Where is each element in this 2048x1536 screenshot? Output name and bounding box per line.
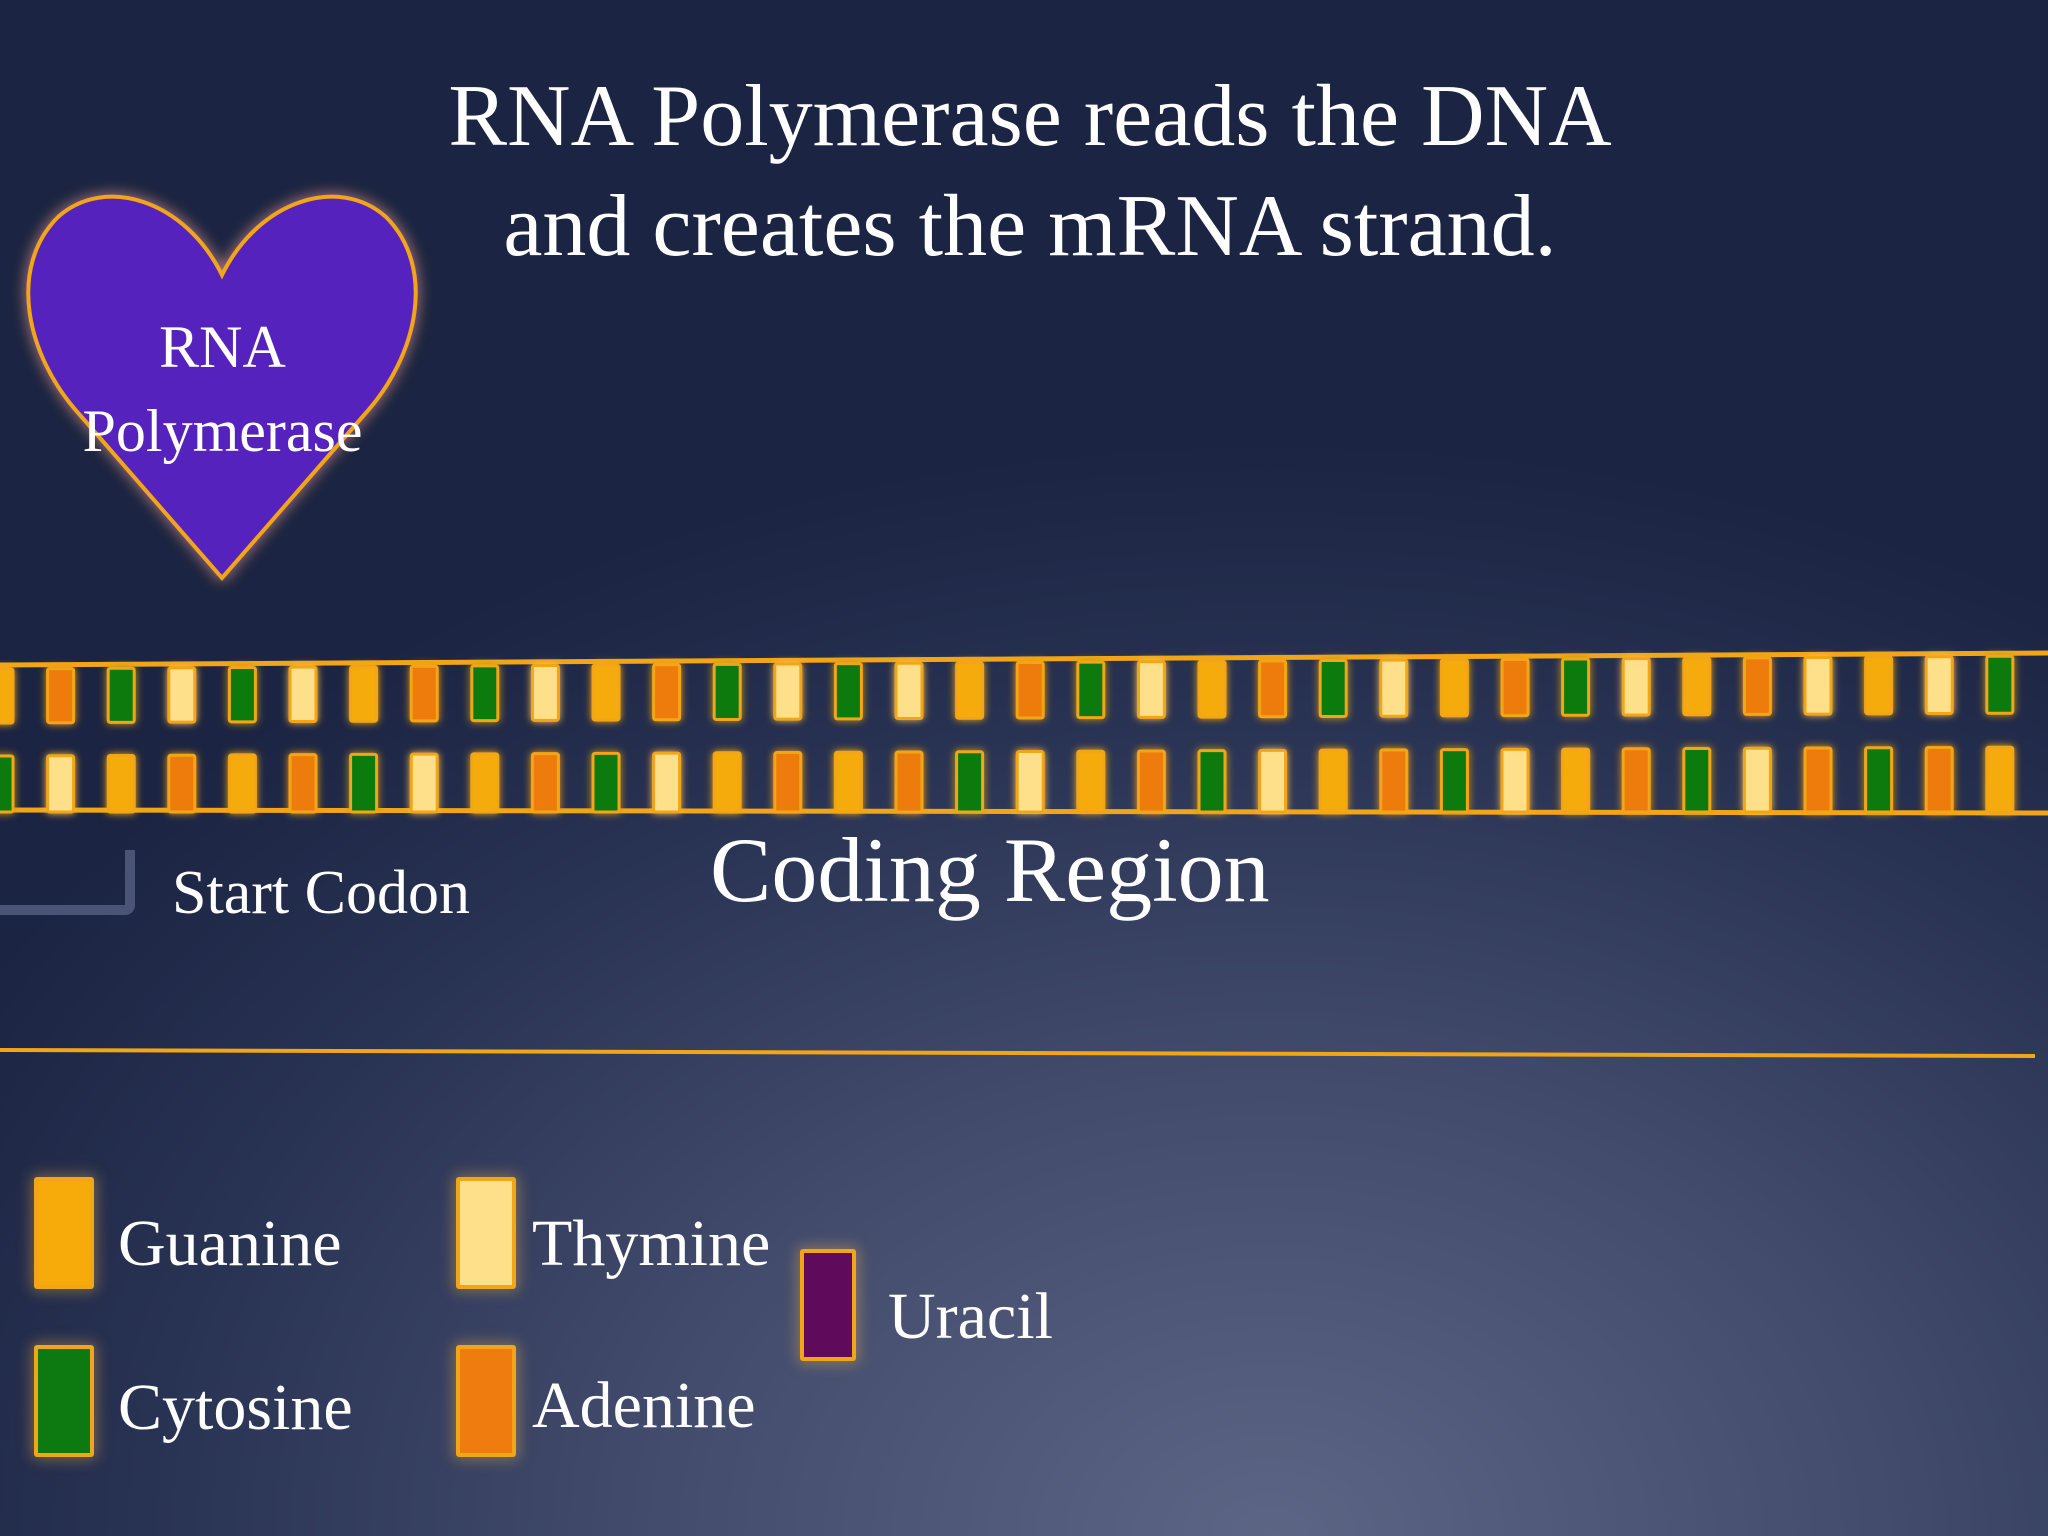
- bottom-strand-base-thymine: [1258, 748, 1288, 814]
- top-strand-base-guanine: [955, 661, 985, 720]
- bottom-strand-base-cytosine: [0, 754, 15, 814]
- top-strand-base-cytosine: [833, 662, 863, 721]
- bottom-strand-base-thymine: [46, 754, 76, 814]
- bottom-strand-base-adenine: [1136, 749, 1166, 814]
- legend-label-adenine: Adenine: [532, 1369, 756, 1442]
- start-codon-label: Start Codon: [172, 859, 470, 927]
- top-strand-base-thymine: [1803, 655, 1833, 716]
- top-strand-base-cytosine: [106, 666, 136, 724]
- legend-swatch-guanine: [34, 1177, 94, 1289]
- bottom-strand-base-adenine: [1803, 746, 1833, 814]
- top-strand-base-adenine: [1015, 660, 1045, 720]
- bottom-strand-base-guanine: [1076, 749, 1106, 814]
- top-strand-base-cytosine: [470, 664, 500, 723]
- top-strand-base-thymine: [167, 666, 197, 724]
- top-strand-base-thymine: [773, 662, 803, 721]
- heart-outline: [26, 194, 418, 582]
- bottom-strand-base-thymine: [652, 751, 682, 814]
- slide-title: RNA Polymerase reads the DNA and creates…: [380, 62, 1680, 282]
- slide-title-line-1: RNA Polymerase reads the DNA: [448, 68, 1612, 165]
- bottom-strand-base-guanine: [1985, 745, 2015, 814]
- rna-polymerase: RNA Polymerase: [20, 175, 425, 585]
- bottom-strand-base-adenine: [1924, 745, 1954, 814]
- bottom-strand-base-guanine: [1318, 748, 1348, 814]
- heart-label-line-2: Polymerase: [82, 398, 363, 464]
- top-strand-base-cytosine: [1318, 659, 1348, 718]
- bottom-strand-base-guanine: [470, 752, 500, 814]
- bottom-strand-base-cytosine: [1682, 747, 1712, 814]
- top-strand-base-cytosine: [1561, 657, 1591, 717]
- top-strand-base-guanine: [349, 665, 379, 723]
- top-strand-base-thymine: [894, 661, 924, 721]
- bottom-strand-base-guanine: [106, 753, 136, 814]
- top-strand-base-guanine: [0, 667, 15, 725]
- dna-backbone-bottom: [0, 807, 2048, 816]
- heart-label-line-1: RNA: [159, 314, 286, 380]
- legend-label-cytosine: Cytosine: [118, 1371, 353, 1444]
- heart-label: RNA Polymerase: [20, 305, 425, 473]
- top-strand-base-adenine: [409, 664, 439, 723]
- bottom-strand-base-cytosine: [1197, 749, 1227, 814]
- top-strand-base-thymine: [288, 665, 318, 724]
- bottom-strand-base-adenine: [1621, 747, 1651, 814]
- slide-title-line-2: and creates the mRNA strand.: [503, 178, 1557, 275]
- bottom-strand-base-thymine: [409, 752, 439, 814]
- top-strand-base-guanine: [1864, 655, 1894, 716]
- bottom-strand-base-adenine: [773, 751, 803, 814]
- start-codon-bracket: [0, 850, 135, 915]
- top-strand-base-thymine: [1924, 655, 1954, 716]
- legend-swatch-adenine: [456, 1345, 516, 1457]
- top-strand-base-guanine: [1682, 656, 1712, 717]
- legend-swatch-uracil: [800, 1249, 856, 1361]
- top-strand-base-cytosine: [712, 662, 742, 721]
- bottom-strand-base-adenine: [530, 752, 560, 814]
- bottom-strand-base-guanine: [833, 750, 863, 814]
- bottom-strand-base-cytosine: [591, 751, 621, 814]
- bottom-strand-base-thymine: [1015, 749, 1045, 814]
- top-strand-base-guanine: [591, 663, 621, 722]
- legend-label-thymine: Thymine: [532, 1207, 771, 1280]
- top-strand-base-adenine: [46, 667, 76, 725]
- bottom-strand-base-guanine: [227, 753, 257, 814]
- bottom-strand-base-guanine: [1561, 747, 1591, 814]
- bottom-strand-base-guanine: [712, 751, 742, 814]
- top-strand-base-adenine: [652, 663, 682, 722]
- heart-shape: [26, 194, 418, 582]
- bottom-strand-base-adenine: [1379, 748, 1409, 814]
- top-strand-base-thymine: [530, 664, 560, 722]
- bottom-strand-base-adenine: [288, 753, 318, 814]
- dna-bottom-strand: [0, 745, 2015, 814]
- legend-swatch-cytosine: [34, 1345, 94, 1457]
- top-strand-base-adenine: [1258, 659, 1288, 719]
- legend-label-uracil: Uracil: [888, 1280, 1053, 1353]
- bottom-strand-base-thymine: [1742, 746, 1772, 814]
- bottom-strand-base-cytosine: [1864, 746, 1894, 814]
- bottom-strand-base-cytosine: [1439, 748, 1469, 814]
- top-strand-base-cytosine: [227, 665, 257, 724]
- top-strand-base-thymine: [1379, 658, 1409, 718]
- top-strand-base-thymine: [1136, 660, 1166, 719]
- legend-swatch-thymine: [456, 1177, 516, 1289]
- top-strand-base-cytosine: [1076, 660, 1106, 720]
- top-strand-base-guanine: [1197, 659, 1227, 719]
- dna-backbone-top: [0, 650, 2048, 668]
- bottom-strand-base-thymine: [1500, 747, 1530, 814]
- top-strand-base-cytosine: [1985, 654, 2015, 715]
- mrna-strand-line: [0, 1048, 2036, 1058]
- bottom-strand-base-adenine: [894, 750, 924, 814]
- coding-region-label: Coding Region: [710, 819, 1270, 921]
- bottom-strand-base-cytosine: [349, 752, 379, 814]
- bottom-strand-base-adenine: [167, 753, 197, 814]
- top-strand-base-thymine: [1621, 657, 1651, 717]
- dna-top-strand: [0, 654, 2015, 725]
- top-strand-base-adenine: [1742, 656, 1772, 716]
- legend-label-guanine: Guanine: [118, 1207, 342, 1280]
- top-strand-base-adenine: [1500, 657, 1530, 718]
- bottom-strand-base-cytosine: [955, 750, 985, 814]
- top-strand-base-guanine: [1439, 658, 1469, 718]
